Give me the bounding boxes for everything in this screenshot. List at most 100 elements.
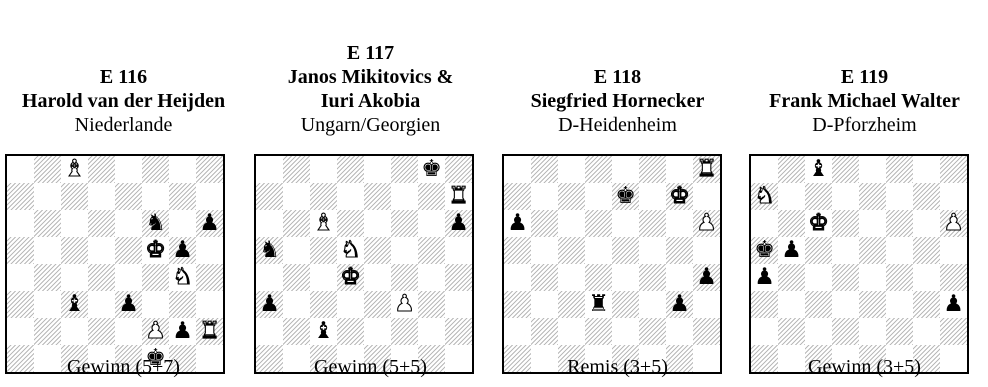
square-a8 [7, 156, 34, 183]
white-pawn-icon: ♟ [943, 210, 965, 236]
square-g7 [418, 183, 445, 210]
square-h5 [196, 237, 223, 264]
square-c4 [310, 264, 337, 291]
square-h3: ♟ [940, 291, 967, 318]
square-c2 [558, 318, 585, 345]
black-pawn-icon: ♟ [199, 210, 220, 236]
square-d4: ♚ [337, 264, 364, 291]
square-a8 [256, 156, 283, 183]
square-a5: ♞ [256, 237, 283, 264]
square-d3 [337, 291, 364, 318]
square-g3: ♟ [666, 291, 693, 318]
square-f5 [391, 237, 418, 264]
square-c3 [558, 291, 585, 318]
black-pawn-icon: ♟ [448, 210, 469, 236]
square-g8 [169, 156, 196, 183]
square-e4 [859, 264, 886, 291]
square-d6 [832, 210, 859, 237]
square-c8 [558, 156, 585, 183]
square-h7 [940, 183, 967, 210]
black-bishop-icon: ♝ [808, 156, 829, 182]
square-d8 [585, 156, 612, 183]
square-a7 [504, 183, 531, 210]
black-pawn-icon: ♟ [172, 237, 193, 263]
square-b3 [283, 291, 310, 318]
square-e8 [115, 156, 142, 183]
black-pawn-icon: ♟ [259, 291, 280, 317]
square-c4 [805, 264, 832, 291]
square-d7 [88, 183, 115, 210]
square-e3 [612, 291, 639, 318]
white-king-icon: ♚ [808, 210, 830, 236]
white-rook-icon: ♜ [199, 318, 221, 344]
square-e6 [859, 210, 886, 237]
square-a1 [7, 345, 34, 372]
problem-header: E 119 Frank Michael Walter D-Pforzheim [741, 65, 988, 137]
square-c5 [61, 237, 88, 264]
square-f7 [391, 183, 418, 210]
square-e7 [364, 183, 391, 210]
square-d7 [585, 183, 612, 210]
square-g8 [913, 156, 940, 183]
square-e5 [115, 237, 142, 264]
square-e2 [115, 318, 142, 345]
black-pawn-icon: ♟ [696, 264, 717, 290]
square-c5 [310, 237, 337, 264]
square-a8 [751, 156, 778, 183]
square-h5 [940, 237, 967, 264]
square-c5 [558, 237, 585, 264]
black-pawn-icon: ♟ [781, 237, 802, 263]
problem-number: E 119 [840, 66, 889, 88]
square-d2 [585, 318, 612, 345]
square-g8 [666, 156, 693, 183]
square-g5 [913, 237, 940, 264]
author-name: Harold van der Heijden [21, 90, 226, 112]
square-e1 [115, 345, 142, 372]
square-b8 [778, 156, 805, 183]
problem-e119: E 119 Frank Michael Walter D-Pforzheim ♝… [741, 0, 988, 387]
square-a7: ♞ [751, 183, 778, 210]
square-a1 [751, 345, 778, 372]
black-knight-icon: ♞ [145, 210, 166, 236]
square-a4 [504, 264, 531, 291]
square-g3 [913, 291, 940, 318]
square-c2 [61, 318, 88, 345]
square-a7 [7, 183, 34, 210]
square-e6 [364, 210, 391, 237]
square-c8: ♝ [805, 156, 832, 183]
square-b4 [778, 264, 805, 291]
square-b3 [531, 291, 558, 318]
square-h2 [940, 318, 967, 345]
square-b4 [283, 264, 310, 291]
square-e1 [364, 345, 391, 372]
square-d5 [88, 237, 115, 264]
square-a3 [7, 291, 34, 318]
square-h2: ♜ [196, 318, 223, 345]
square-a6 [751, 210, 778, 237]
white-bishop-icon: ♝ [313, 210, 335, 236]
square-h6: ♟ [940, 210, 967, 237]
square-g5: ♟ [169, 237, 196, 264]
square-f5 [639, 237, 666, 264]
black-king-icon: ♚ [615, 183, 636, 209]
square-a3 [751, 291, 778, 318]
square-h8: ♜ [693, 156, 720, 183]
square-b7 [34, 183, 61, 210]
white-knight-icon: ♞ [172, 264, 194, 290]
square-b8 [34, 156, 61, 183]
problem-number: E 117 [346, 42, 395, 64]
problem-number: E 118 [593, 66, 642, 88]
chess-board: ♝♞♚♟♚♟♟♟ [749, 154, 969, 374]
square-a1 [256, 345, 283, 372]
square-b8 [283, 156, 310, 183]
square-e7 [859, 183, 886, 210]
square-d7 [337, 183, 364, 210]
square-g6 [913, 210, 940, 237]
square-g4 [913, 264, 940, 291]
white-king-icon: ♚ [340, 264, 362, 290]
square-f2 [391, 318, 418, 345]
square-e3 [859, 291, 886, 318]
author-country: Niederlande [74, 114, 173, 136]
square-c4 [61, 264, 88, 291]
black-bishop-icon: ♝ [64, 291, 85, 317]
